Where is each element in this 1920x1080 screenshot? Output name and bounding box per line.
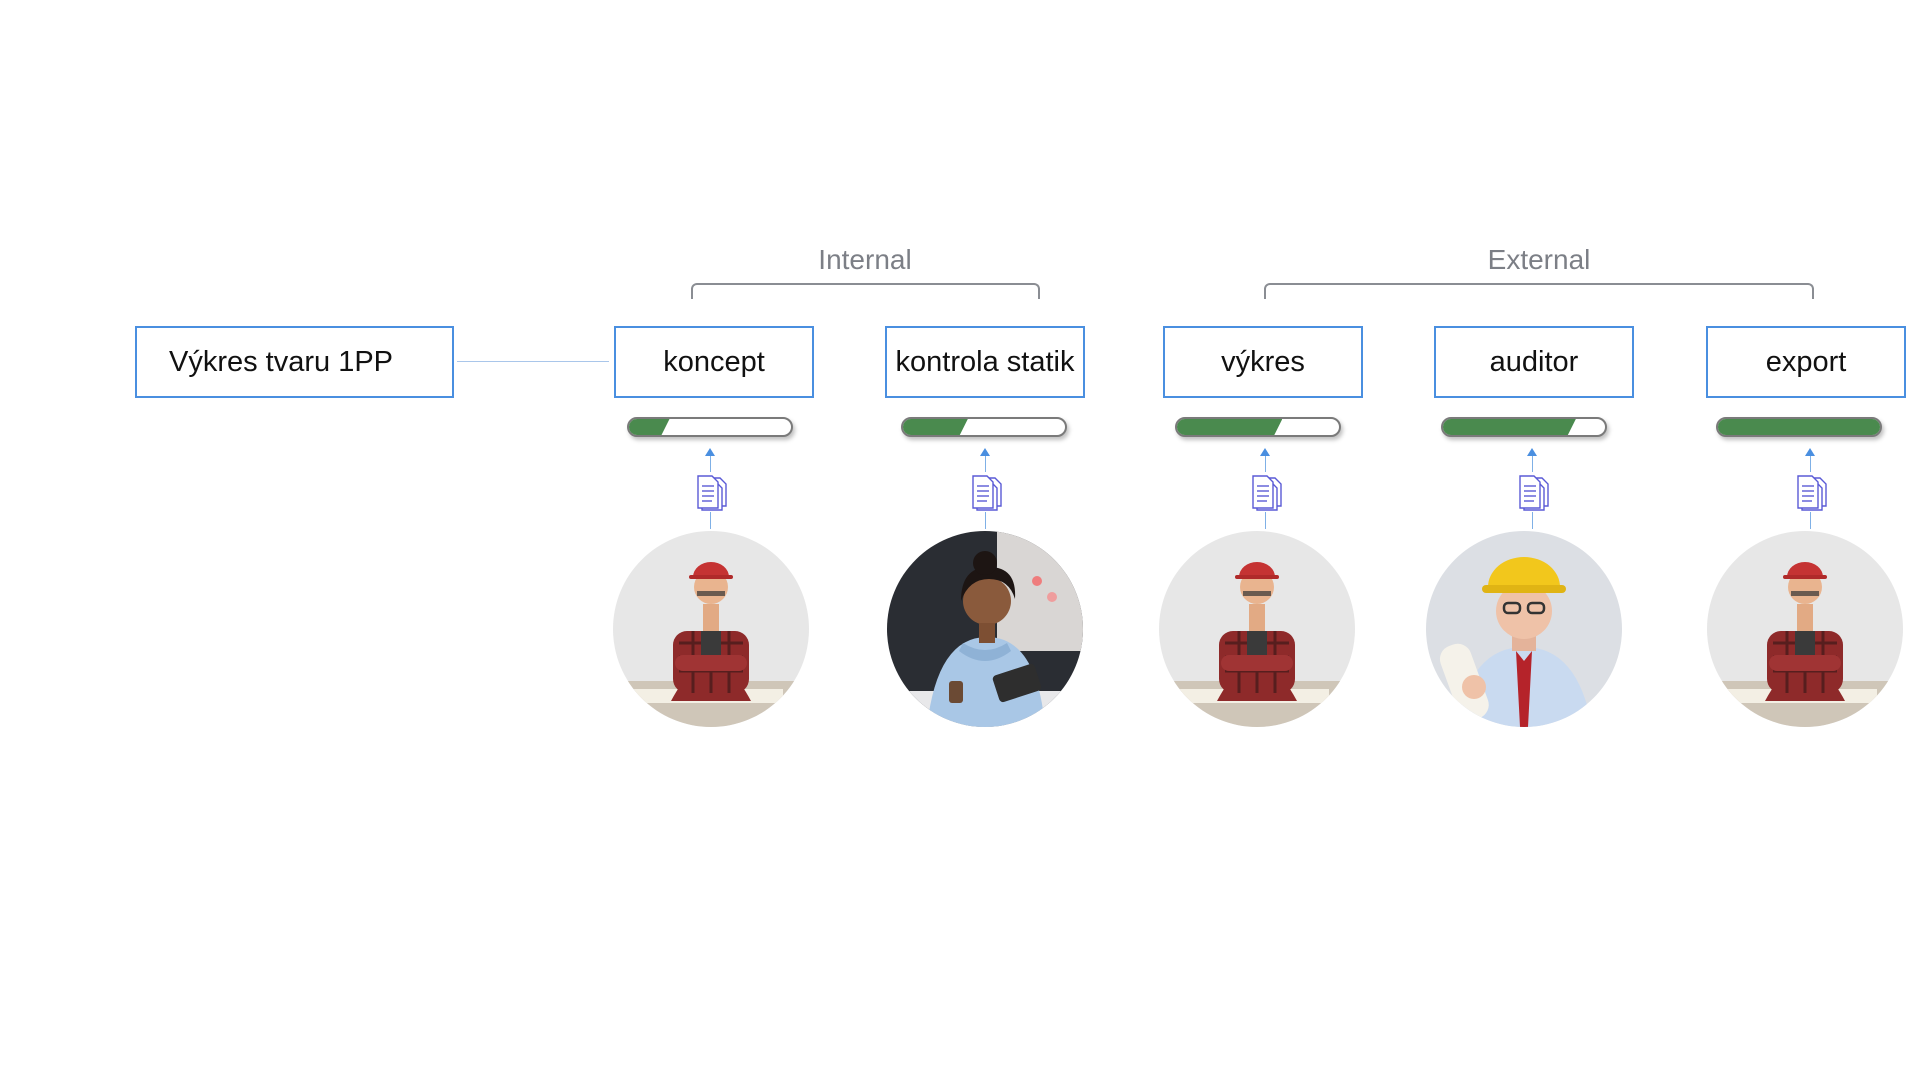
link-line bbox=[1265, 456, 1266, 472]
progress-fill bbox=[1443, 419, 1576, 435]
link-line bbox=[1532, 512, 1533, 529]
avatar-kontrola-statik bbox=[887, 531, 1083, 727]
progress-bar-kontrola-statik bbox=[901, 417, 1067, 437]
avatar-koncept bbox=[613, 531, 809, 727]
document-icon[interactable] bbox=[1251, 472, 1285, 512]
step-box-vykres[interactable]: výkres bbox=[1163, 326, 1363, 398]
document-icon[interactable] bbox=[696, 472, 730, 512]
avatar-auditor bbox=[1426, 531, 1622, 727]
document-icon[interactable] bbox=[971, 472, 1005, 512]
link-line bbox=[1532, 456, 1533, 472]
link-line bbox=[710, 512, 711, 529]
avatar-vykres bbox=[1159, 531, 1355, 727]
progress-fill bbox=[1718, 419, 1880, 435]
link-line bbox=[985, 512, 986, 529]
link-line bbox=[1265, 512, 1266, 529]
step-box-koncept[interactable]: koncept bbox=[614, 326, 814, 398]
connector-line bbox=[457, 361, 609, 362]
arrow-up-icon bbox=[705, 448, 715, 456]
step-box-kontrola-statik[interactable]: kontrola statik bbox=[885, 326, 1085, 398]
arrow-up-icon bbox=[1805, 448, 1815, 456]
progress-bar-auditor bbox=[1441, 417, 1607, 437]
progress-bar-export bbox=[1716, 417, 1882, 437]
arrow-up-icon bbox=[1260, 448, 1270, 456]
document-icon[interactable] bbox=[1518, 472, 1552, 512]
main-box[interactable]: Výkres tvaru 1PP bbox=[135, 326, 454, 398]
document-icon[interactable] bbox=[1796, 472, 1830, 512]
bracket-external bbox=[1264, 283, 1814, 299]
progress-fill bbox=[903, 419, 968, 435]
step-box-export[interactable]: export bbox=[1706, 326, 1906, 398]
progress-bar-koncept bbox=[627, 417, 793, 437]
arrow-up-icon bbox=[980, 448, 990, 456]
step-box-auditor[interactable]: auditor bbox=[1434, 326, 1634, 398]
bracket-internal bbox=[691, 283, 1040, 299]
link-line bbox=[1810, 456, 1811, 472]
link-line bbox=[1810, 512, 1811, 529]
avatar-export bbox=[1707, 531, 1903, 727]
progress-fill bbox=[629, 419, 670, 435]
progress-bar-vykres bbox=[1175, 417, 1341, 437]
group-label-external: External bbox=[1487, 244, 1591, 275]
link-line bbox=[710, 456, 711, 472]
link-line bbox=[985, 456, 986, 472]
group-label-internal: Internal bbox=[818, 244, 912, 275]
progress-fill bbox=[1177, 419, 1282, 435]
arrow-up-icon bbox=[1527, 448, 1537, 456]
